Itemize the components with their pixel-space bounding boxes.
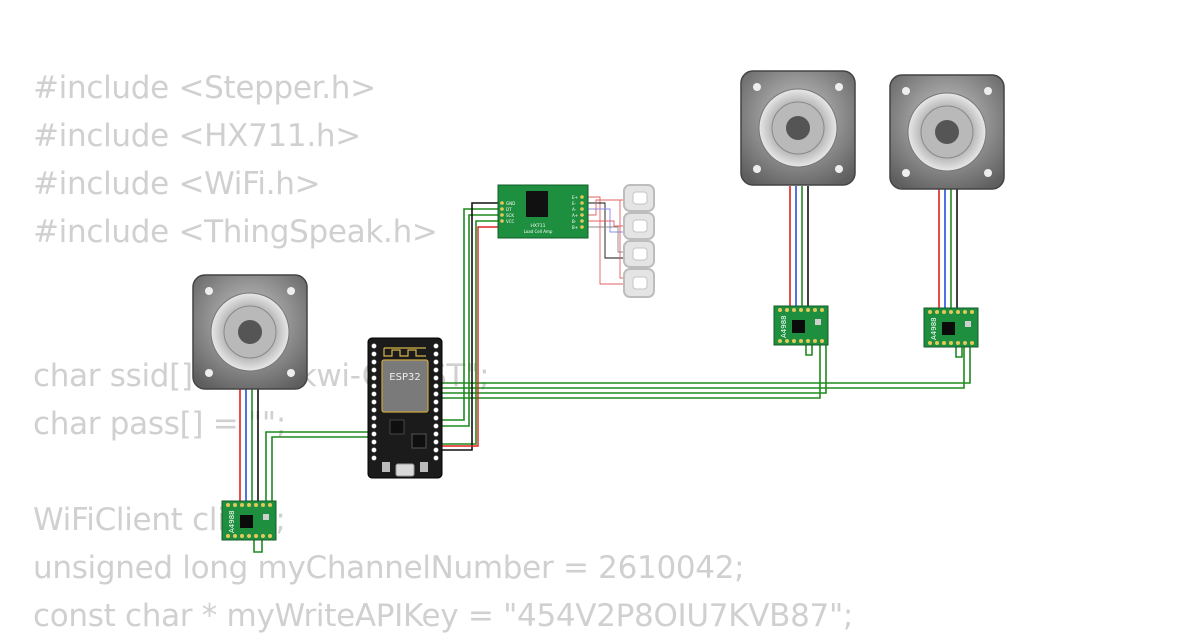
esp32-board[interactable]: ESP32 — [367, 337, 443, 479]
a4988-driver-1[interactable]: A4988 — [221, 500, 277, 541]
code-line-4: #include <ThingSpeak.h> — [33, 214, 438, 250]
hx711-pin-b-minus: B- — [572, 219, 577, 224]
hx711-pin-vcc: VCC — [506, 219, 515, 224]
stepper-motor-2[interactable] — [740, 70, 856, 186]
hx711-title: HX711 — [530, 223, 545, 229]
chip-icon — [526, 191, 548, 217]
code-line-1: #include <Stepper.h> — [33, 70, 376, 106]
hx711-pin-a-plus: A+ — [572, 213, 578, 218]
motor1-wires — [239, 385, 259, 505]
code-line-12: const char * myWriteAPIKey = "454V2P8OIU… — [33, 598, 854, 634]
hx711-pin-e-plus: E+ — [572, 195, 578, 200]
esp-hx711-wires — [440, 202, 498, 451]
code-line-2: #include <HX711.h> — [33, 118, 361, 154]
chip-icon — [792, 320, 805, 333]
hx711-pin-a-minus: A- — [572, 207, 577, 212]
stepper-motor-1[interactable] — [192, 274, 308, 390]
hx711-pin-e-minus: E- — [572, 201, 577, 206]
motor2-wires — [789, 186, 809, 308]
load-cells — [623, 184, 655, 298]
chip-icon — [240, 515, 253, 528]
motor3-wires — [938, 189, 958, 311]
hx711-pin-sck: SCK — [506, 213, 514, 218]
driver-2-label: A4988 — [780, 315, 788, 338]
hx711-module[interactable]: GND DT SCK VCC E+ E- A- A+ B- B+ HX711 L… — [497, 184, 589, 239]
code-line-8: char pass[] = ""; — [33, 406, 286, 442]
esp32-label: ESP32 — [389, 372, 420, 383]
load-cell-3[interactable] — [623, 240, 655, 268]
hx711-pin-dt: DT — [506, 207, 512, 212]
load-cell-4[interactable] — [623, 268, 655, 298]
load-cell-2[interactable] — [623, 212, 655, 240]
load-cell-1[interactable] — [623, 184, 655, 212]
code-line-11: unsigned long myChannelNumber = 2610042; — [33, 550, 745, 586]
a4988-driver-3[interactable]: A4988 — [923, 307, 979, 348]
wires — [239, 186, 971, 553]
hx711-subtitle: Load Cell Amp — [524, 229, 553, 234]
driver1-esp-wires — [253, 431, 372, 553]
hx711-pin-b-plus: B+ — [572, 225, 578, 230]
a4988-driver-2[interactable]: A4988 — [773, 305, 829, 346]
stepper-motor-3[interactable] — [889, 74, 1005, 190]
driver-3-label: A4988 — [930, 317, 938, 340]
esp-driver-bus — [440, 343, 971, 399]
hx711-loadcell-wires — [588, 196, 628, 285]
code-background: #include <Stepper.h> #include <HX711.h> … — [33, 0, 853, 634]
chip-icon — [942, 322, 955, 335]
hx711-pin-gnd: GND — [506, 201, 515, 206]
code-line-3: #include <WiFi.h> — [33, 166, 321, 202]
driver-1-label: A4988 — [228, 510, 236, 533]
